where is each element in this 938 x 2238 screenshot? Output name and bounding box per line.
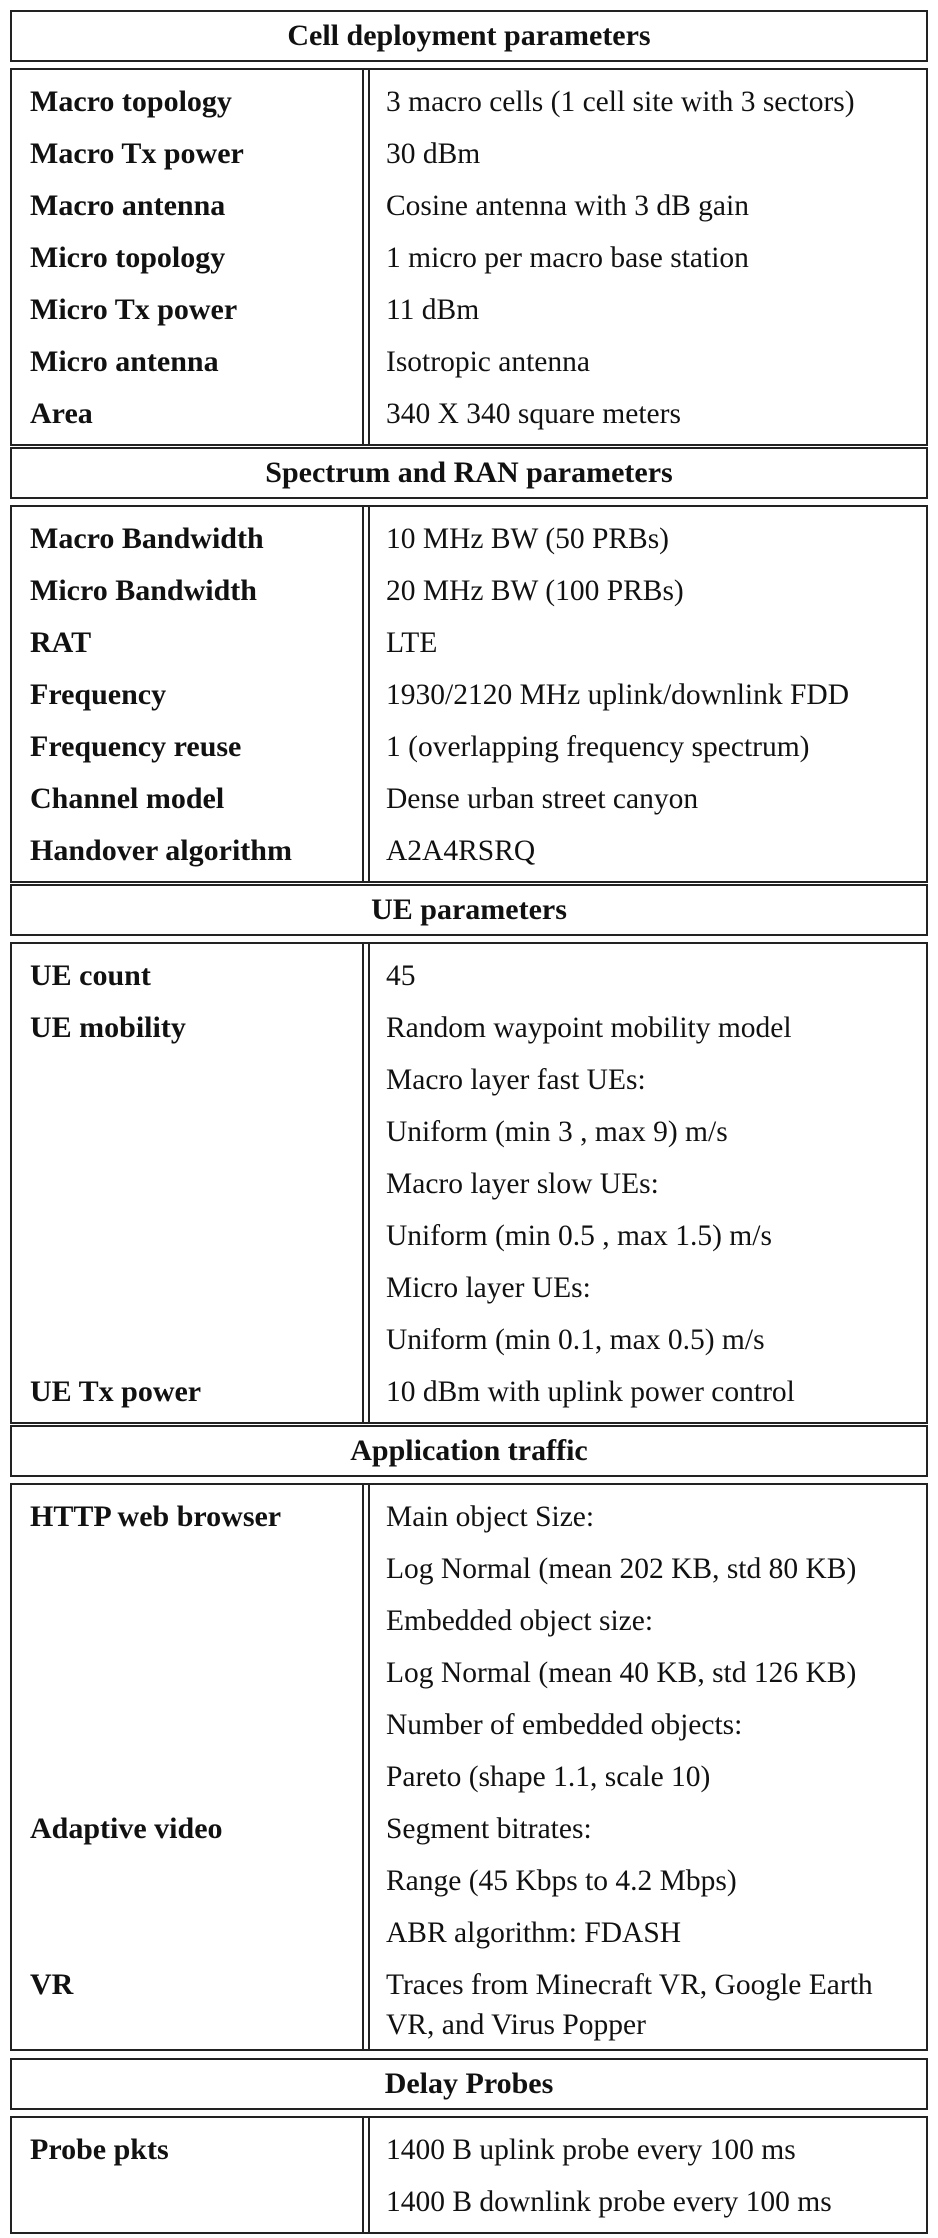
row-label: Macro Bandwidth (30, 522, 264, 555)
table-row: Adaptive video Segment bitrates: Range (… (12, 1803, 926, 1959)
table-row: Channel model Dense urban street canyon (12, 773, 926, 825)
row-value: 1 (overlapping frequency spectrum) (386, 731, 810, 763)
row-value: A2A4RSRQ (386, 835, 536, 867)
row-value: Segment bitrates: (386, 1813, 592, 1845)
row-label: Frequency (30, 678, 167, 711)
section-application-traffic: Application traffic HTTP web browser Mai… (10, 1425, 928, 2051)
row-value: LTE (386, 627, 438, 659)
table-row: Micro Tx power 11 dBm (12, 284, 926, 336)
table-row: UE Tx power 10 dBm with uplink power con… (12, 1366, 926, 1418)
table-row: Frequency reuse 1 (overlapping frequency… (12, 721, 926, 773)
row-value: Uniform (min 0.5 , max 1.5) m/s (386, 1220, 772, 1252)
row-label: Micro antenna (30, 345, 219, 378)
row-value: Traces from Minecraft VR, Google Earth V… (386, 1969, 873, 2041)
row-value: Embedded object size: (386, 1605, 654, 1637)
row-label: Handover algorithm (30, 834, 292, 867)
row-value: Range (45 Kbps to 4.2 Mbps) (386, 1865, 737, 1897)
section-body: HTTP web browser Main object Size: Log N… (10, 1483, 928, 2051)
row-value: 1 micro per macro base station (386, 242, 749, 274)
table-row: Micro Bandwidth 20 MHz BW (100 PRBs) (12, 565, 926, 617)
row-label: RAT (30, 626, 92, 659)
table-row: Macro topology 3 macro cells (1 cell sit… (12, 76, 926, 128)
section-body: Macro topology 3 macro cells (1 cell sit… (10, 68, 928, 446)
section-ue-parameters: UE parameters UE count 45 UE mobility Ra… (10, 884, 928, 1424)
row-value: ABR algorithm: FDASH (386, 1917, 682, 1949)
row-label: Macro topology (30, 85, 232, 118)
table-row: Micro topology 1 micro per macro base st… (12, 232, 926, 284)
row-label: UE mobility (30, 1011, 186, 1044)
row-value: 45 (386, 960, 416, 992)
row-label: VR (30, 1968, 74, 2001)
row-value: Uniform (min 0.1, max 0.5) m/s (386, 1324, 765, 1356)
table-row: Probe pkts 1400 B uplink probe every 100… (12, 2124, 926, 2228)
section-body: Macro Bandwidth 10 MHz BW (50 PRBs) Micr… (10, 505, 928, 883)
row-value: 1400 B downlink probe every 100 ms (386, 2186, 832, 2218)
row-value: 1400 B uplink probe every 100 ms (386, 2134, 796, 2166)
row-value: Uniform (min 3 , max 9) m/s (386, 1116, 728, 1148)
section-spectrum-ran: Spectrum and RAN parameters Macro Bandwi… (10, 447, 928, 883)
table-row: Macro antenna Cosine antenna with 3 dB g… (12, 180, 926, 232)
section-body: Probe pkts 1400 B uplink probe every 100… (10, 2116, 928, 2234)
row-label: Frequency reuse (30, 730, 242, 763)
row-label: Probe pkts (30, 2133, 169, 2166)
table-row: Macro Bandwidth 10 MHz BW (50 PRBs) (12, 513, 926, 565)
table-row: VR Traces from Minecraft VR, Google Eart… (12, 1959, 926, 2045)
row-label: Macro antenna (30, 189, 226, 222)
row-value: 340 X 340 square meters (386, 398, 681, 430)
row-label: Channel model (30, 782, 225, 815)
row-label: Micro Tx power (30, 293, 238, 326)
row-value: 10 MHz BW (50 PRBs) (386, 523, 670, 555)
row-value: 1930/2120 MHz uplink/downlink FDD (386, 679, 849, 711)
row-value: Macro layer slow UEs: (386, 1168, 659, 1200)
table-row: UE count 45 (12, 950, 926, 1002)
section-body: UE count 45 UE mobility Random waypoint … (10, 942, 928, 1424)
row-value: Micro layer UEs: (386, 1272, 591, 1304)
row-label: Micro Bandwidth (30, 574, 257, 607)
row-value: 30 dBm (386, 138, 481, 170)
section-title: UE parameters (10, 884, 928, 936)
section-title: Spectrum and RAN parameters (10, 447, 928, 499)
row-label: UE Tx power (30, 1375, 202, 1408)
row-value: Main object Size: (386, 1501, 595, 1533)
table-row: RAT LTE (12, 617, 926, 669)
table-row: Area 340 X 340 square meters (12, 388, 926, 440)
row-value: Isotropic antenna (386, 346, 590, 378)
row-value: 10 dBm with uplink power control (386, 1376, 795, 1408)
table-row: Handover algorithm A2A4RSRQ (12, 825, 926, 877)
row-value: Log Normal (mean 202 KB, std 80 KB) (386, 1553, 857, 1585)
table-row: HTTP web browser Main object Size: Log N… (12, 1491, 926, 1803)
section-title: Cell deployment parameters (10, 10, 928, 62)
row-value: Dense urban street canyon (386, 783, 699, 815)
section-title: Delay Probes (10, 2058, 928, 2110)
row-label: Area (30, 397, 93, 430)
row-value: Log Normal (mean 40 KB, std 126 KB) (386, 1657, 857, 1689)
row-label: Macro Tx power (30, 137, 244, 170)
row-value: 20 MHz BW (100 PRBs) (386, 575, 684, 607)
row-label: Micro topology (30, 241, 226, 274)
row-value: 11 dBm (386, 294, 480, 326)
row-label: UE count (30, 959, 151, 992)
row-label: HTTP web browser (30, 1500, 282, 1533)
table-row: Micro antenna Isotropic antenna (12, 336, 926, 388)
table-row: UE mobility Random waypoint mobility mod… (12, 1002, 926, 1366)
table-row: Macro Tx power 30 dBm (12, 128, 926, 180)
row-value: 3 macro cells (1 cell site with 3 sector… (386, 86, 855, 118)
row-value: Pareto (shape 1.1, scale 10) (386, 1761, 711, 1793)
row-label: Adaptive video (30, 1812, 223, 1845)
table-row: Frequency 1930/2120 MHz uplink/downlink … (12, 669, 926, 721)
section-title: Application traffic (10, 1425, 928, 1477)
section-cell-deployment: Cell deployment parameters Macro topolog… (10, 10, 928, 446)
row-value: Random waypoint mobility model (386, 1012, 792, 1044)
section-delay-probes: Delay Probes Probe pkts 1400 B uplink pr… (10, 2058, 928, 2234)
row-value: Macro layer fast UEs: (386, 1064, 646, 1096)
row-value: Number of embedded objects: (386, 1709, 743, 1741)
row-value: Cosine antenna with 3 dB gain (386, 190, 749, 222)
